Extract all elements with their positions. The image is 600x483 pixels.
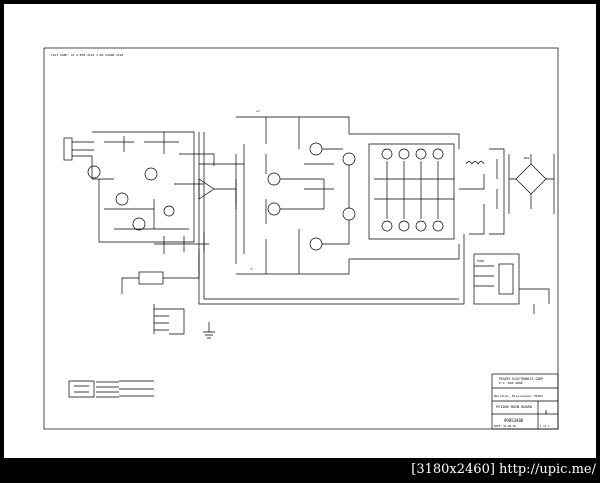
output-q-bot-3	[415, 220, 427, 232]
pre-driver-1	[309, 142, 323, 156]
output-q-bot-4	[432, 220, 444, 232]
title-date: DATE: 01-06-99	[494, 424, 516, 428]
input-wiring	[72, 141, 114, 180]
driver-transistor-2	[267, 202, 281, 216]
opamp-node	[163, 205, 175, 217]
title-board: PV1200 MAIN BOARD	[496, 405, 532, 409]
jack-connector	[68, 380, 95, 398]
feedback-loop	[198, 132, 465, 305]
bridge-rectifier	[515, 163, 547, 195]
output-q-top-2	[398, 148, 410, 160]
pre-driver-2	[309, 237, 323, 251]
title-address: P.O. BOX 2898	[499, 381, 523, 385]
bridge-label: BR1	[524, 156, 530, 160]
output-q-top-1	[381, 148, 393, 160]
driver-transistor-1	[267, 172, 281, 186]
schematic-drawing: LAST USED: AT S-RTB 2101 J-RS 2102B 2102…	[43, 47, 559, 430]
pos-rail-line	[236, 116, 350, 134]
title-rev: B	[545, 410, 548, 415]
title-city: Meridian, Mississippi 39302	[494, 394, 543, 398]
driver-q2	[342, 207, 356, 221]
output-bus-bottom	[349, 244, 460, 260]
title-sheet: 1 of 1	[540, 424, 550, 428]
pos-rail-label: +V	[256, 109, 260, 113]
ground-symbol	[203, 322, 215, 339]
schematic-sheet: LAST USED: AT S-RTB 2101 J-RS 2102B 2102…	[4, 4, 596, 458]
sheet-border	[43, 47, 559, 430]
driver-q1	[342, 152, 356, 166]
image-caption: [3180x2460] http://upic.me/	[411, 462, 596, 477]
output-q-top-4	[432, 148, 444, 160]
fuse-block	[473, 253, 520, 305]
output-choke	[465, 161, 485, 165]
diff-transistor-3	[132, 217, 146, 231]
output-q-bot-1	[381, 220, 393, 232]
output-bus-top	[349, 133, 460, 149]
neg-rail-line	[236, 259, 350, 275]
neg-rail-label: -V	[249, 267, 253, 271]
diff-transistor-1	[144, 167, 158, 181]
input-connector	[63, 137, 73, 161]
input-stage-box	[92, 131, 195, 243]
output-q-top-3	[415, 148, 427, 160]
title-company: PEAVEY ELECTRONICS CORP	[499, 377, 543, 381]
input-transistor	[87, 165, 101, 179]
output-connector-small	[153, 304, 169, 334]
vas-opamp	[198, 178, 215, 200]
protection-ic	[138, 271, 164, 285]
fuse-label: FUSE	[477, 259, 484, 263]
header-note: LAST USED: AT S-RTB 2101 J-RS 2102B 2102	[51, 53, 123, 57]
output-q-bot-2	[398, 220, 410, 232]
protection-network	[154, 232, 209, 254]
title-block-frame	[491, 373, 559, 430]
diff-transistor-2	[115, 192, 129, 206]
title-drawing-number: 99853406	[504, 418, 524, 423]
